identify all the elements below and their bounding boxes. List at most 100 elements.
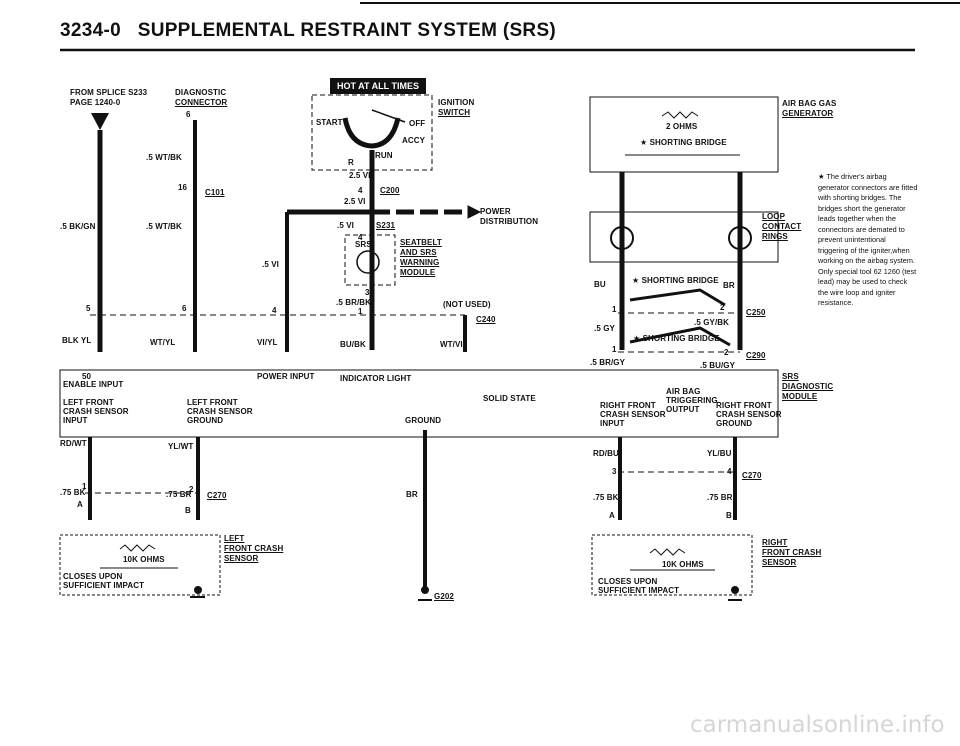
- loop-contact-label-3: RINGS: [762, 232, 788, 241]
- ylbu-label: YL/BU: [707, 449, 732, 458]
- pin-1-seatbelt: 1: [358, 307, 363, 316]
- loop-contact-label-2: CONTACT: [762, 222, 802, 231]
- left-crash-sensor-box: [59, 534, 221, 596]
- ignition-arc: [342, 117, 401, 149]
- lfcs-label-2: FRONT CRASH: [224, 544, 284, 553]
- pin-1-c290: 1: [612, 345, 617, 354]
- seatbelt-label-3: WARNING: [400, 258, 440, 267]
- mod-lf-3: INPUT: [63, 416, 88, 425]
- wire-75bk-right-label: .75 BK: [593, 493, 619, 502]
- c200-label: C200: [380, 186, 400, 195]
- watermark: carmanualsonline.info: [690, 712, 945, 738]
- mod-indicator-light: INDICATOR LIGHT: [340, 374, 412, 383]
- mod-rf-3: INPUT: [600, 419, 625, 428]
- pin-4-seatbelt: 4: [358, 233, 363, 242]
- from-splice-label: FROM SPLICE S233: [70, 88, 148, 97]
- mod-rfg-2: CRASH SENSOR: [716, 410, 782, 419]
- lfcs-label-3: SENSOR: [224, 554, 259, 563]
- rfcs-label-1: RIGHT: [762, 538, 788, 547]
- c290-label: C290: [746, 351, 766, 360]
- resistor-2ohm: [661, 111, 699, 119]
- right-crash-sensor-box: [591, 534, 753, 596]
- pin-6b: 6: [182, 304, 187, 313]
- c270-right-label: C270: [742, 471, 762, 480]
- ignition-label-2: SWITCH: [438, 108, 471, 117]
- resistor-10k-left: [119, 544, 156, 552]
- wire-bkyl-label: BLK YL: [62, 336, 92, 345]
- start-label: START: [316, 118, 343, 127]
- seatbelt-label-4: MODULE: [400, 268, 436, 277]
- mod-rf-2: CRASH SENSOR: [600, 410, 666, 419]
- ignition-lever: [371, 109, 406, 123]
- resistor-10k-right: [649, 548, 686, 556]
- page-title: 3234-0 SUPPLEMENTAL RESTRAINT SYSTEM (SR…: [60, 20, 556, 42]
- diag-connector-label-2: CONNECTOR: [175, 98, 228, 107]
- ground-dot-right: [731, 586, 739, 594]
- rdwt-label: RD/WT: [60, 439, 87, 448]
- shorting-bridge-label-1: ★ SHORTING BRIDGE: [640, 138, 727, 147]
- pin-2-c270: 2: [189, 485, 194, 494]
- wire-wtyl-label: WT/YL: [150, 338, 176, 347]
- ignition-switch-box: [311, 94, 433, 171]
- ground-dot-left: [194, 586, 202, 594]
- pin-2-c290: 2: [724, 348, 729, 357]
- wire-5vi-s231-label: .5 VI: [337, 221, 354, 230]
- pin-4-c270: 4: [727, 467, 732, 476]
- r-label: R: [348, 158, 354, 167]
- closes-right-2: SUFFICIENT IMPACT: [598, 586, 680, 595]
- ignition-label-1: IGNITION: [438, 98, 475, 107]
- mod-enable-input: ENABLE INPUT: [63, 380, 124, 389]
- pin-1-c270: 1: [82, 482, 87, 491]
- pin-3-c270: 3: [612, 467, 617, 476]
- c270-left-label: C270: [207, 491, 227, 500]
- mod-power-input: POWER INPUT: [257, 372, 315, 381]
- rfcs-label-3: SENSOR: [762, 558, 797, 567]
- power-dist-label-2: DISTRIBUTION: [480, 217, 539, 226]
- wire-75br-left-label: .75 BR: [166, 490, 192, 499]
- mod-ab-3: OUTPUT: [666, 405, 700, 414]
- mod-rfg-1: RIGHT FRONT: [716, 401, 772, 410]
- ohms-10k-right-label: 10K OHMS: [662, 560, 704, 569]
- wire-bubk-label: BU/BK: [340, 340, 366, 349]
- ylwt-label: YL/WT: [168, 442, 194, 451]
- br-label: BR: [723, 281, 735, 290]
- wire-5brbk-label: .5 BR/BK: [336, 298, 372, 307]
- airbag-gen-label-2: GENERATOR: [782, 109, 834, 118]
- wire-25vi-label-1: 2.5 VI: [349, 171, 371, 180]
- seatbelt-module-box: [344, 234, 396, 286]
- c101-label: C101: [205, 188, 225, 197]
- srs-module-box: [59, 369, 779, 438]
- airbag-generator-box: [589, 96, 779, 173]
- closes-left-1: CLOSES UPON: [63, 572, 123, 581]
- power-arrow: [467, 205, 482, 219]
- off-label: OFF: [409, 119, 426, 128]
- shorting-bridge-note: ★ The driver's airbag generator connecto…: [818, 172, 918, 307]
- section-number: 3234-0: [60, 20, 121, 41]
- closes-left-2: SUFFICIENT IMPACT: [63, 581, 145, 590]
- pin-a-left: A: [77, 500, 83, 509]
- page-ref-label: PAGE 1240-0: [70, 98, 121, 107]
- pin-1-c250: 1: [612, 305, 617, 314]
- wire-5gybk-label: .5 GY/BK: [694, 318, 730, 327]
- section-title: SUPPLEMENTAL RESTRAINT SYSTEM (SRS): [137, 20, 557, 41]
- pin-5: 5: [86, 304, 91, 313]
- c250-label: C250: [746, 308, 766, 317]
- shorting-bridge-2: [629, 326, 731, 347]
- run-label: RUN: [375, 151, 393, 160]
- airbag-gen-label-1: AIR BAG GAS: [782, 99, 837, 108]
- mod-lfg-2: CRASH SENSOR: [187, 407, 253, 416]
- g202-label: G202: [434, 592, 454, 601]
- srs-label: SRS: [355, 240, 372, 249]
- pin-a-right: A: [609, 511, 615, 520]
- pin-4-c200: 4: [358, 186, 363, 195]
- mod-lf-2: CRASH SENSOR: [63, 407, 129, 416]
- accy-label: ACCY: [402, 136, 426, 145]
- ohms-10k-left-label: 10K OHMS: [123, 555, 165, 564]
- wire-5brgy-label: .5 BR/GY: [590, 358, 626, 367]
- wire-25vi-label-2: 2.5 VI: [344, 197, 366, 206]
- rdbu-label: RD/BU: [593, 449, 619, 458]
- srs-diag-label-1: SRS: [782, 372, 799, 381]
- mod-lf-1: LEFT FRONT: [63, 398, 114, 407]
- wire-5bkgn-label: .5 BK/GN: [60, 222, 96, 231]
